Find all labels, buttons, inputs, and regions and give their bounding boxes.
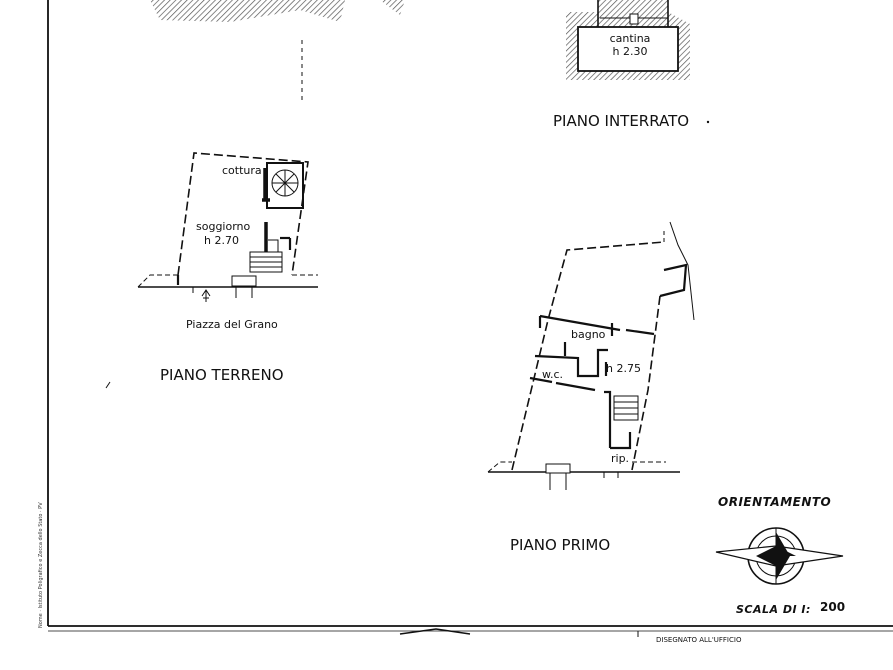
title-piano-primo: PIANO PRIMO [510, 536, 610, 554]
plan-piano-terreno: cottura soggiorno h 2.70 Piazza del Gran… [105, 152, 318, 389]
plan-piano-interrato: cantina h 2.30 PIANO INTERRATO [553, 0, 710, 130]
scale-block: SCALA DI I: 200 [736, 600, 845, 616]
entrance-arrow-icon [201, 289, 211, 302]
room-label-bagno: bagno [571, 328, 606, 341]
footer-fragments: DISEGNATO ALL'UFFICIO [399, 628, 742, 644]
title-piano-interrato: PIANO INTERRATO [553, 112, 689, 130]
scale-value: 200 [820, 600, 845, 614]
footer-note: DISEGNATO ALL'UFFICIO [656, 636, 742, 644]
room-height-cantina: h 2.30 [613, 45, 648, 58]
room-label-cottura: cottura [222, 164, 262, 177]
room-height-primo: h 2.75 [606, 362, 641, 375]
title-piano-terreno: PIANO TERRENO [160, 366, 284, 384]
room-label-wc: w.c. [542, 368, 563, 381]
room-label-rip: rip. [611, 452, 629, 465]
stair-icon-primo [604, 390, 639, 450]
room-label-soggiorno: soggiorno [196, 220, 251, 233]
orientation-label: ORIENTAMENTO [718, 495, 831, 509]
plan-piano-primo: bagno w.c. h 2.75 rip. PIANO PRIMO [487, 221, 695, 554]
sheet-frame [47, 0, 893, 632]
top-cropped-drawing [150, 0, 405, 100]
compass-icon [715, 527, 844, 585]
side-imprint: Nome · Istituto Poligrafico e Zecca dell… [38, 502, 44, 628]
scale-label: SCALA DI I: [736, 603, 811, 616]
stair-icon [249, 222, 292, 273]
street-label: Piazza del Grano [186, 318, 278, 331]
room-height-soggiorno: h 2.70 [204, 234, 239, 247]
orientation-block: ORIENTAMENTO [715, 495, 844, 585]
spiral-stair-icon [271, 169, 299, 197]
room-label-cantina: cantina [610, 32, 651, 45]
